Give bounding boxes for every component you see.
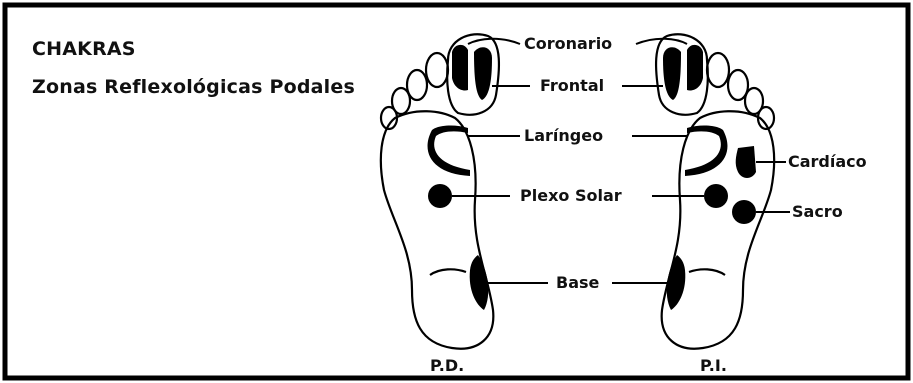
left-toe-2	[707, 53, 729, 87]
label-right-foot: P.D.	[430, 356, 464, 375]
left-laringeo-zone	[685, 126, 727, 176]
left-coronario-zone	[687, 45, 703, 91]
label-coronario: Coronario	[524, 34, 612, 53]
left-base-zone	[667, 255, 686, 310]
label-frontal: Frontal	[540, 76, 604, 95]
right-base-zone	[470, 255, 489, 310]
right-coronario-zone	[452, 45, 468, 91]
right-sole-outline	[381, 111, 493, 348]
left-frontal-zone	[663, 47, 681, 100]
diagram-subtitle: Zonas Reflexológicas Podales	[32, 76, 355, 98]
right-laringeo-zone	[428, 126, 470, 176]
right-toe-2	[426, 53, 448, 87]
label-laringeo: Laríngeo	[524, 126, 603, 145]
left-sole-outline	[662, 111, 774, 348]
left-cardiaco-zone	[736, 146, 756, 178]
label-cardiaco: Cardíaco	[788, 152, 867, 171]
left-plexo-solar-zone	[704, 184, 728, 208]
label-base: Base	[556, 273, 599, 292]
right-heel-crease	[430, 269, 466, 275]
right-plexo-solar-zone	[428, 184, 452, 208]
left-sacro-zone	[732, 200, 756, 224]
right-frontal-zone	[474, 47, 492, 100]
label-plexo-solar: Plexo Solar	[520, 186, 622, 205]
left-heel-crease	[689, 269, 725, 275]
label-left-foot: P.I.	[700, 356, 727, 375]
diagram-title: CHAKRAS	[32, 38, 136, 60]
label-sacro: Sacro	[792, 202, 843, 221]
